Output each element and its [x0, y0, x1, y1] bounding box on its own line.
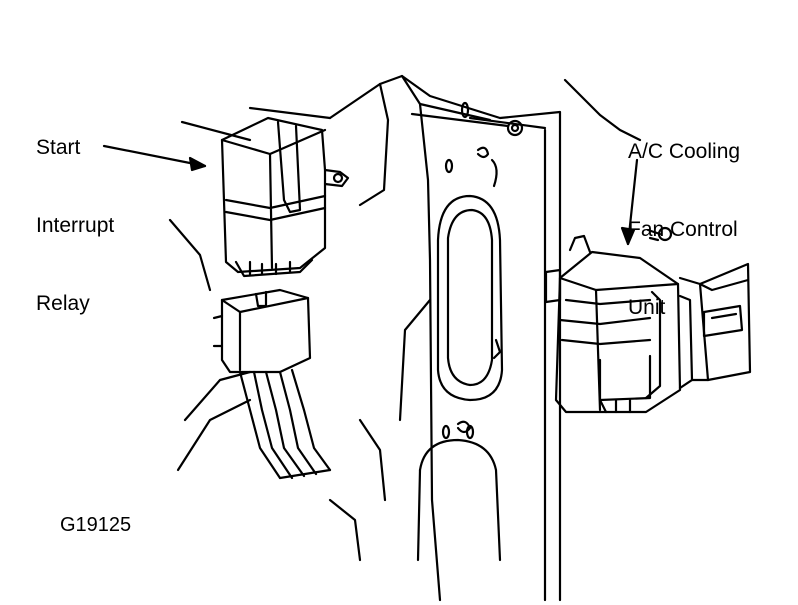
panel-slot-upper	[436, 194, 504, 402]
fan-unit-label-line-3: Unit	[628, 296, 666, 319]
panel-holes	[441, 101, 502, 440]
fan-unit-label-line-2: Fan Control	[628, 218, 738, 241]
relay-label-line-3: Relay	[36, 292, 90, 315]
fan-unit-label: A/C Cooling Fan Control Unit	[628, 87, 740, 373]
fan-unit-leader-arrow	[620, 158, 639, 246]
panel-slot-lower	[416, 438, 502, 562]
relay-label-line-1: Start	[36, 136, 81, 159]
relay-harness-connector	[212, 288, 332, 480]
ac-fan-control-unit	[544, 234, 694, 414]
fan-unit-connector	[678, 262, 752, 382]
fan-unit-label-line-1: A/C Cooling	[628, 140, 741, 163]
figure-code: G19125	[60, 514, 132, 536]
relay-leader-arrow	[102, 144, 207, 172]
screw-top	[410, 112, 524, 137]
start-interrupt-relay	[220, 116, 350, 278]
relay-label: Start Interrupt Relay	[36, 83, 114, 369]
relay-label-line-2: Interrupt	[36, 214, 115, 237]
screw-fan	[646, 226, 673, 242]
mounting-panel	[168, 74, 642, 602]
